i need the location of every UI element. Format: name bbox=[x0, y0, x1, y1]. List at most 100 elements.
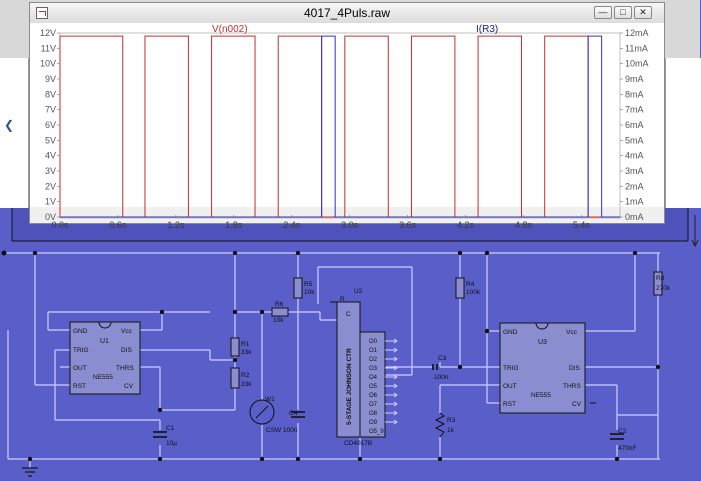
plot-area-white bbox=[30, 23, 664, 207]
y-left-tick-label: 1V bbox=[45, 197, 56, 207]
c3-ref: C3 bbox=[438, 355, 447, 362]
u2-output-label: O8 bbox=[369, 411, 378, 417]
u3-pin-vcc: Vcc bbox=[566, 329, 578, 336]
trace-label-current[interactable]: I(R3) bbox=[476, 24, 498, 35]
resistor-r8[interactable] bbox=[653, 271, 663, 296]
r6-value: 10k bbox=[273, 317, 284, 324]
u1-pin-thrs: THRS bbox=[116, 365, 134, 372]
u1-pin-rst: RST bbox=[73, 383, 86, 390]
y-right-tick-label: 7mA bbox=[625, 105, 644, 115]
x-tick-label: 0.0s bbox=[51, 220, 69, 230]
capacitor-c1[interactable] bbox=[153, 431, 167, 438]
r6-ref: R6 bbox=[275, 301, 284, 308]
u2-output-label: O7 bbox=[369, 402, 378, 408]
u1-pin-gnd: GND bbox=[73, 328, 88, 335]
u3-model: NE555 bbox=[531, 392, 551, 399]
w1-ref: W1 bbox=[265, 396, 275, 403]
y-left-tick-label: 3V bbox=[45, 166, 56, 176]
ic-u3[interactable]: GND Vcc U3 TRIG DIS OUT THRS NE555 RST C… bbox=[499, 322, 586, 414]
u2-output-label: O1 bbox=[369, 348, 378, 354]
x-tick-label: 1.2s bbox=[167, 220, 185, 230]
y-right-tick-label: 10mA bbox=[625, 59, 649, 69]
title-bar[interactable]: 4017_4Puls.raw — □ ✕ bbox=[30, 3, 664, 24]
capacitor-c4[interactable] bbox=[291, 411, 305, 418]
arrow-right-icon bbox=[393, 383, 398, 389]
r8-ref: R8 bbox=[656, 275, 665, 282]
u2-output-label: O9 bbox=[369, 420, 378, 426]
resistor-r1[interactable] bbox=[230, 337, 240, 357]
junctions bbox=[1, 250, 661, 462]
y-right-tick-label: 4mA bbox=[625, 151, 644, 161]
x-tick-label: 0.6s bbox=[109, 220, 127, 230]
resistor-r3[interactable] bbox=[434, 412, 446, 438]
y-left-tick-label: 10V bbox=[40, 59, 56, 69]
u3-pin-out: OUT bbox=[503, 383, 517, 390]
u2-output-label: O0 bbox=[369, 339, 378, 345]
capacitor-c3[interactable] bbox=[432, 364, 438, 370]
chevron-left-icon[interactable]: ❮ bbox=[4, 118, 15, 132]
minimize-button[interactable]: — bbox=[594, 6, 612, 19]
resistor-r5[interactable] bbox=[293, 277, 303, 299]
y-right-tick-label: 3mA bbox=[625, 166, 644, 176]
maximize-button[interactable]: □ bbox=[614, 6, 632, 19]
u3-pin-cv: CV bbox=[572, 401, 582, 408]
resistor-r2[interactable] bbox=[230, 367, 240, 389]
arrow-right-icon bbox=[393, 401, 398, 407]
arrow-right-icon bbox=[393, 365, 398, 371]
u1-pin-vcc: Vcc bbox=[121, 328, 133, 335]
c3-value: 100n bbox=[434, 374, 449, 381]
u2-pin-c: C bbox=[346, 311, 351, 318]
y-left-tick-label: 5V bbox=[45, 135, 56, 145]
trace-current bbox=[60, 35, 620, 218]
y-right-tick-label: 12mA bbox=[625, 28, 649, 38]
y-right-tick-label: 6mA bbox=[625, 120, 644, 130]
ic-u1[interactable]: GND Vcc U1 TRIG DIS OUT THRS NE555 RST C… bbox=[69, 321, 141, 395]
y-right-tick-label: 0mA bbox=[625, 212, 644, 222]
r3-value: 1k bbox=[447, 427, 455, 434]
u2-output-label: O5 bbox=[369, 384, 378, 390]
w1-value: CSW 100n bbox=[266, 427, 298, 434]
r2-value: 33k bbox=[241, 381, 252, 388]
y-left-tick-label: 6V bbox=[45, 120, 56, 130]
ic-u2[interactable]: R C U2 5-STAGE JOHNSON CTR CD4017B O0O1O… bbox=[330, 288, 398, 447]
resistor-r4[interactable] bbox=[455, 277, 465, 299]
u2-title: 5-STAGE JOHNSON CTR bbox=[346, 348, 353, 425]
r2-ref: R2 bbox=[241, 372, 250, 379]
c4-ref: C4 bbox=[289, 410, 298, 417]
x-tick-label: 1.8s bbox=[225, 220, 243, 230]
u1-ref: U1 bbox=[100, 338, 109, 345]
u2-output-label: O2 bbox=[369, 357, 378, 363]
window-title: 4017_4Puls.raw bbox=[303, 6, 391, 20]
resistor-r6[interactable] bbox=[271, 307, 289, 317]
y-left-tick-label: 4V bbox=[45, 151, 56, 161]
c2-value: 470nF bbox=[618, 445, 636, 452]
y-left-tick-label: 12V bbox=[40, 28, 56, 38]
capacitor-c2[interactable] bbox=[610, 433, 624, 440]
r1-value: 33k bbox=[241, 349, 252, 356]
u1-pin-dis: DIS bbox=[121, 347, 133, 354]
u2-pin-r: R bbox=[340, 296, 345, 303]
u3-pin-gnd: GND bbox=[503, 329, 518, 336]
arrow-right-icon bbox=[393, 410, 398, 416]
y-right-tick-label: 2mA bbox=[625, 181, 644, 191]
y-left-tick-label: 11V bbox=[41, 43, 56, 53]
wires bbox=[4, 252, 660, 468]
u3-ref: U3 bbox=[538, 339, 547, 346]
trace-label-voltage[interactable]: V(n002) bbox=[212, 24, 248, 35]
y-left-tick-label: 7V bbox=[45, 105, 56, 115]
close-button[interactable]: ✕ bbox=[634, 6, 652, 19]
switch-w1[interactable] bbox=[249, 399, 275, 425]
u3-pin-dis: DIS bbox=[569, 365, 581, 372]
x-tick-label: 3.0s bbox=[341, 220, 359, 230]
x-tick-label: 2.4s bbox=[283, 220, 301, 230]
y-right-tick-label: 1mA bbox=[625, 197, 644, 207]
r5-value: 10k bbox=[304, 289, 315, 296]
u2-output-label: O5_9 bbox=[369, 429, 384, 435]
arrow-right-icon bbox=[393, 338, 398, 344]
arrow-right-icon bbox=[393, 374, 398, 380]
